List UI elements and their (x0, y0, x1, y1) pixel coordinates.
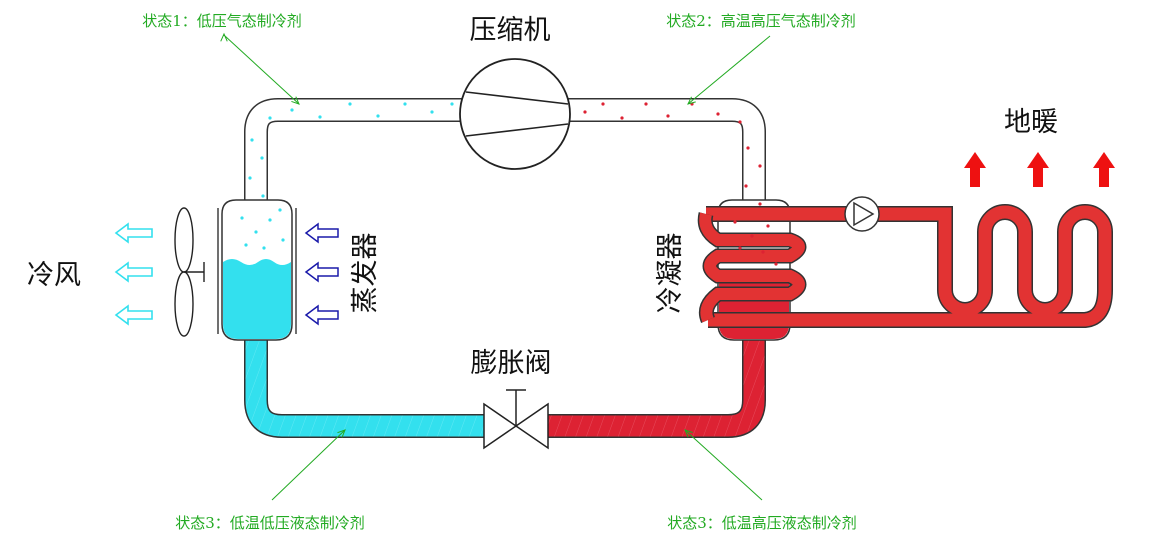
refrigerant-dot (746, 146, 750, 150)
refrigerant-dot (758, 202, 762, 206)
fan-icon (174, 207, 205, 337)
refrigerant-dot (758, 164, 762, 168)
refrigerant-dot (260, 156, 264, 160)
compressor-icon (459, 58, 571, 170)
refrigerant-dot (583, 110, 587, 114)
leader-line (684, 429, 763, 501)
cold-air-arrow-icon (114, 261, 153, 283)
evaporator-fins (217, 208, 297, 334)
cold-air-label: 冷风 (27, 260, 81, 291)
refrigerant-dot (261, 194, 265, 198)
refrigerant-dot (450, 102, 454, 106)
refrigerant-particles (240, 102, 778, 266)
heat-arrow-icon (964, 152, 986, 187)
evaporator-intake-arrow-icon (304, 261, 339, 283)
liquid-pipe-cold (244, 335, 486, 438)
evaporator-intake-arrow-icon (304, 304, 339, 326)
refrigerant-dot (262, 246, 266, 250)
refrigerant-dot (268, 218, 272, 222)
gas-pipe-left (244, 98, 462, 206)
refrigerant-dot (268, 116, 272, 120)
refrigerant-dot (766, 224, 770, 228)
floor-heating-label: 地暖 (1004, 107, 1058, 138)
refrigerant-dot (738, 246, 742, 250)
leader-line (687, 35, 771, 105)
flow-arrows (114, 152, 1115, 326)
refrigerant-dot (250, 138, 254, 142)
refrigerant-dot (750, 234, 754, 238)
evaporator-label: 蒸发器 (350, 233, 381, 314)
state1-label: 状态1：低压气态制冷剂 (142, 12, 302, 30)
refrigerant-dot (290, 108, 294, 112)
refrigerant-dot (733, 220, 737, 224)
condenser-label: 冷凝器 (655, 233, 686, 314)
refrigerant-dot (761, 250, 765, 254)
state2-label: 状态2：高温高压气态制冷剂 (666, 12, 856, 30)
refrigerant-dot (244, 243, 248, 247)
heat-arrow-icon (1027, 152, 1049, 187)
refrigerant-dot (318, 115, 322, 119)
refrigerant-dot (644, 102, 648, 106)
leader-arrowhead (684, 429, 693, 438)
leader-arrowhead (291, 96, 300, 105)
cold-air-arrow-icon (114, 304, 153, 326)
evaporator-vessel (217, 199, 297, 341)
refrigerant-dot (281, 238, 285, 242)
expansion-valve-icon (483, 389, 549, 450)
state3-low-label: 状态3：低温低压液态制冷剂 (175, 514, 365, 532)
liquid-pipe-hot (546, 340, 766, 438)
state3-high-label: 状态3：低温高压液态制冷剂 (667, 514, 857, 532)
refrigerant-dot (376, 114, 380, 118)
leader-arrowhead (337, 429, 346, 438)
leader-arrowhead (687, 96, 696, 105)
refrigerant-dot (430, 110, 434, 114)
refrigerant-dot (620, 116, 624, 120)
refrigerant-dot (254, 230, 258, 234)
refrigerant-dot (278, 208, 282, 212)
refrigerant-dot (403, 102, 407, 106)
refrigerant-dot (774, 262, 778, 266)
leader-line (271, 429, 346, 501)
leader-line (224, 35, 300, 105)
leader-lines (220, 32, 771, 501)
refrigerant-dot (248, 176, 252, 180)
refrigerant-dot (348, 102, 352, 106)
circulation-pump-icon (844, 196, 880, 232)
gas-pipe-right (568, 98, 766, 206)
compressor-label: 压缩机 (470, 15, 551, 46)
cold-air-arrow-icon (114, 222, 153, 244)
refrigerant-dot (240, 216, 244, 220)
refrigerant-dot (716, 112, 720, 116)
leader-arrowhead (220, 32, 228, 42)
refrigerant-dot (738, 120, 742, 124)
condenser-coil (697, 212, 807, 323)
floor-heating-pipe (706, 204, 1113, 328)
refrigerant-dot (744, 184, 748, 188)
heat-arrow-icon (1093, 152, 1115, 187)
expansion-valve-label: 膨胀阀 (471, 348, 552, 379)
refrigerant-dot (666, 114, 670, 118)
refrigerant-dot (601, 102, 605, 106)
evaporator-intake-arrow-icon (304, 222, 339, 244)
